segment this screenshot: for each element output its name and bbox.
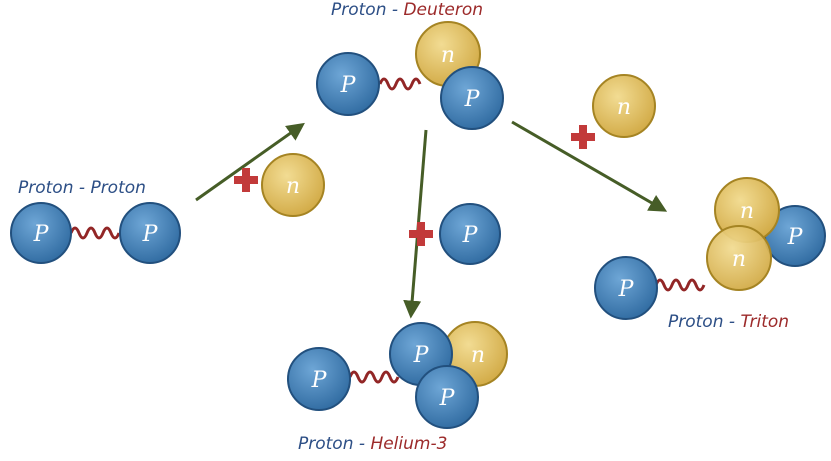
proton: P [415, 365, 479, 429]
proton-symbol: P [33, 222, 50, 247]
add-neutron-1: n [234, 153, 325, 217]
neutron-symbol: n [740, 199, 754, 224]
proton: P [119, 202, 181, 264]
proton-helium3-group: P n P P Proton - Helium-3 [287, 321, 508, 454]
proton-proton-group: P P Proton - Proton [10, 178, 181, 264]
proton-symbol: P [464, 87, 481, 112]
proton: P [439, 203, 501, 265]
spring [348, 370, 400, 384]
neutron-symbol: n [441, 43, 455, 68]
spring [69, 226, 121, 240]
spring [654, 278, 706, 292]
add-neutron-2: n [571, 74, 656, 149]
add-proton: P [409, 203, 501, 265]
neutron-symbol: n [732, 247, 746, 272]
proton-symbol: P [311, 368, 328, 393]
label-proton-proton: Proton - Proton [18, 178, 146, 198]
spring [378, 77, 422, 91]
proton-symbol: P [787, 225, 804, 250]
label-proton-deuteron: Proton - Deuteron [331, 0, 483, 20]
neutron-symbol: n [617, 95, 631, 120]
proton-symbol: P [462, 223, 479, 248]
neutron: n [261, 153, 325, 217]
neutron: n [592, 74, 656, 138]
proton-symbol: P [439, 386, 456, 411]
proton-symbol: P [413, 343, 430, 368]
label-proton-helium3: Proton - Helium-3 [298, 434, 447, 454]
proton: P [440, 66, 504, 130]
proton: P [10, 202, 72, 264]
proton-symbol: P [618, 277, 635, 302]
plus-icon [571, 125, 595, 149]
proton-triton-group: P P n n Proton - Triton [594, 177, 826, 332]
proton: P [316, 52, 380, 116]
arrows [195, 120, 668, 319]
neutron: n [706, 225, 772, 291]
plus-icon [234, 168, 258, 192]
label-proton-triton: Proton - Triton [668, 312, 789, 332]
proton: P [594, 256, 658, 320]
proton: P [287, 347, 351, 411]
arrow-to-triton [511, 120, 668, 212]
neutron-symbol: n [286, 174, 300, 199]
arrow-to-deuteron [195, 122, 305, 202]
neutron-symbol: n [471, 343, 485, 368]
proton-symbol: P [340, 73, 357, 98]
proton-deuteron-group: Proton - Deuteron P n P [316, 0, 504, 130]
proton-symbol: P [142, 222, 159, 247]
plus-icon [409, 222, 433, 246]
